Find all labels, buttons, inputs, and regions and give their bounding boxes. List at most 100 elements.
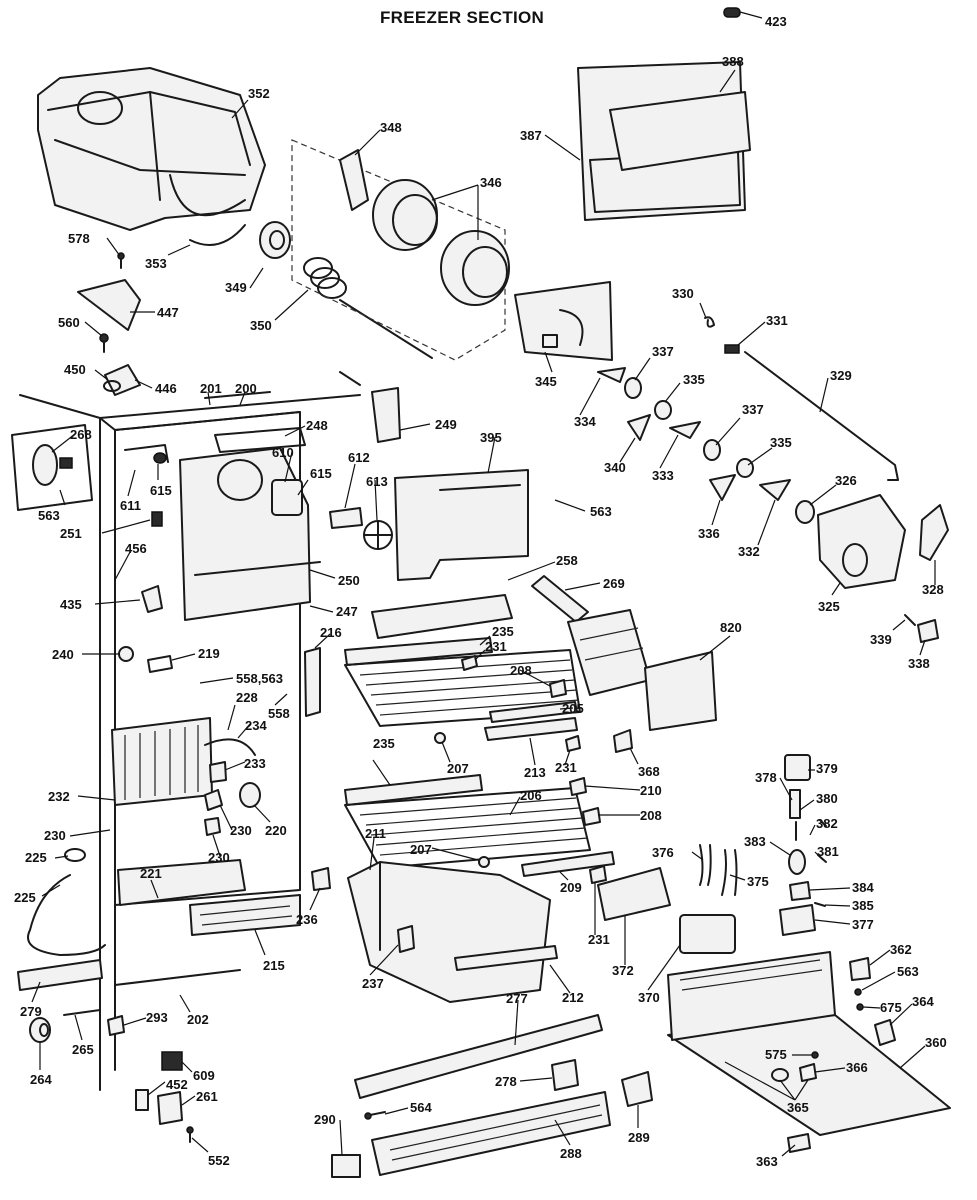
label-612: 612	[348, 450, 370, 465]
label-366: 366	[846, 1060, 868, 1075]
part-615-grommet	[153, 452, 167, 464]
part-363-foot	[787, 1133, 811, 1153]
part-235-shelf-rail-upper	[344, 637, 493, 666]
part-248-handle	[214, 427, 306, 453]
label-211: 211	[365, 826, 386, 841]
label-216: 216	[320, 625, 342, 640]
part-423-fitting	[723, 7, 741, 18]
part-612-bracket	[329, 507, 363, 529]
label-205: 205	[562, 701, 584, 716]
part-352-ice-bucket	[37, 67, 266, 231]
part-230-fitting-b	[204, 817, 221, 836]
part-207-roller-a	[434, 732, 446, 744]
part-264-roller	[29, 1017, 51, 1043]
label-219: 219	[198, 646, 220, 661]
label-328: 328	[922, 582, 944, 597]
label-456: 456	[125, 541, 147, 556]
assembly-outline	[291, 139, 506, 361]
part-240-thermostat	[118, 646, 134, 662]
part-231-clip-b	[565, 735, 581, 752]
part-231-clip-c	[589, 865, 607, 884]
label-423: 423	[765, 14, 787, 29]
label-249: 249	[435, 417, 457, 432]
label-447: 447	[157, 305, 179, 320]
label-558-563: 558,563	[236, 671, 283, 686]
label-339: 339	[870, 632, 892, 647]
part-325-motor-housing	[817, 494, 906, 589]
part-234-tube	[204, 738, 256, 756]
part-220-grommet	[239, 782, 261, 808]
label-335a: 335	[683, 372, 705, 387]
part-333-lever	[669, 421, 701, 439]
part-366-clip	[799, 1063, 817, 1082]
label-201: 201	[200, 381, 222, 396]
label-231c: 231	[588, 932, 610, 947]
label-578: 578	[68, 231, 90, 246]
part-563-screw	[854, 988, 862, 996]
label-564: 564	[410, 1100, 432, 1115]
part-207-roller-b	[478, 856, 490, 868]
label-232: 232	[48, 789, 70, 804]
part-384-seat	[789, 881, 811, 901]
part-212-rail	[454, 945, 558, 971]
label-230c: 230	[208, 850, 230, 865]
label-384: 384	[852, 880, 874, 895]
part-379-coil	[784, 754, 811, 781]
part-350-auger	[303, 257, 433, 359]
part-611-bracket	[124, 444, 169, 463]
label-250: 250	[338, 573, 360, 588]
part-225-clamp	[64, 848, 86, 862]
label-348: 348	[380, 120, 402, 135]
part-382-spring	[819, 819, 827, 827]
part-377-bracket	[779, 904, 816, 936]
label-248: 248	[306, 418, 328, 433]
part-225-drain-tube	[27, 874, 106, 956]
label-379: 379	[816, 761, 838, 776]
label-560: 560	[58, 315, 80, 330]
part-330-spring	[704, 316, 715, 328]
label-208a: 208	[510, 663, 532, 678]
part-395-evaporator-cover	[394, 469, 529, 581]
label-235a: 235	[492, 624, 514, 639]
part-233-clip	[209, 761, 227, 783]
label-375: 375	[747, 874, 769, 889]
label-372: 372	[612, 963, 634, 978]
label-383: 383	[744, 834, 766, 849]
part-368-bracket	[613, 729, 633, 753]
label-269: 269	[603, 576, 625, 591]
label-279: 279	[20, 1004, 42, 1019]
label-364: 364	[912, 994, 934, 1009]
label-368: 368	[638, 764, 660, 779]
part-362-bracket	[849, 957, 871, 981]
part-353-wire	[189, 224, 246, 246]
label-240: 240	[52, 647, 74, 662]
part-349-nut	[259, 221, 291, 259]
part-613-fan	[363, 520, 393, 550]
label-370: 370	[638, 990, 660, 1005]
part-339-pin	[904, 614, 916, 626]
part-202-divider	[114, 969, 241, 986]
label-387: 387	[520, 128, 542, 143]
part-288-grille	[371, 1091, 611, 1176]
part-213-front-rail	[484, 717, 578, 741]
label-329: 329	[830, 368, 852, 383]
label-563b: 563	[897, 964, 919, 979]
label-345: 345	[535, 374, 557, 389]
part-236-bracket	[311, 867, 331, 891]
label-340: 340	[604, 460, 626, 475]
part-205-rail	[489, 701, 578, 723]
part-278-bracket	[551, 1059, 579, 1091]
part-575-screw	[811, 1051, 819, 1059]
label-220: 220	[265, 823, 287, 838]
part-208-bracket-b	[582, 807, 601, 826]
part-211-basket	[347, 861, 551, 1003]
leader-lines	[31, 11, 936, 1157]
part-269-tube	[531, 575, 589, 623]
label-230b: 230	[44, 828, 66, 843]
label-332: 332	[738, 544, 760, 559]
part-375-wire	[721, 849, 738, 896]
label-615b: 615	[310, 466, 332, 481]
label-206: 206	[520, 788, 542, 803]
label-563c: 563	[38, 508, 60, 523]
label-450: 450	[64, 362, 86, 377]
